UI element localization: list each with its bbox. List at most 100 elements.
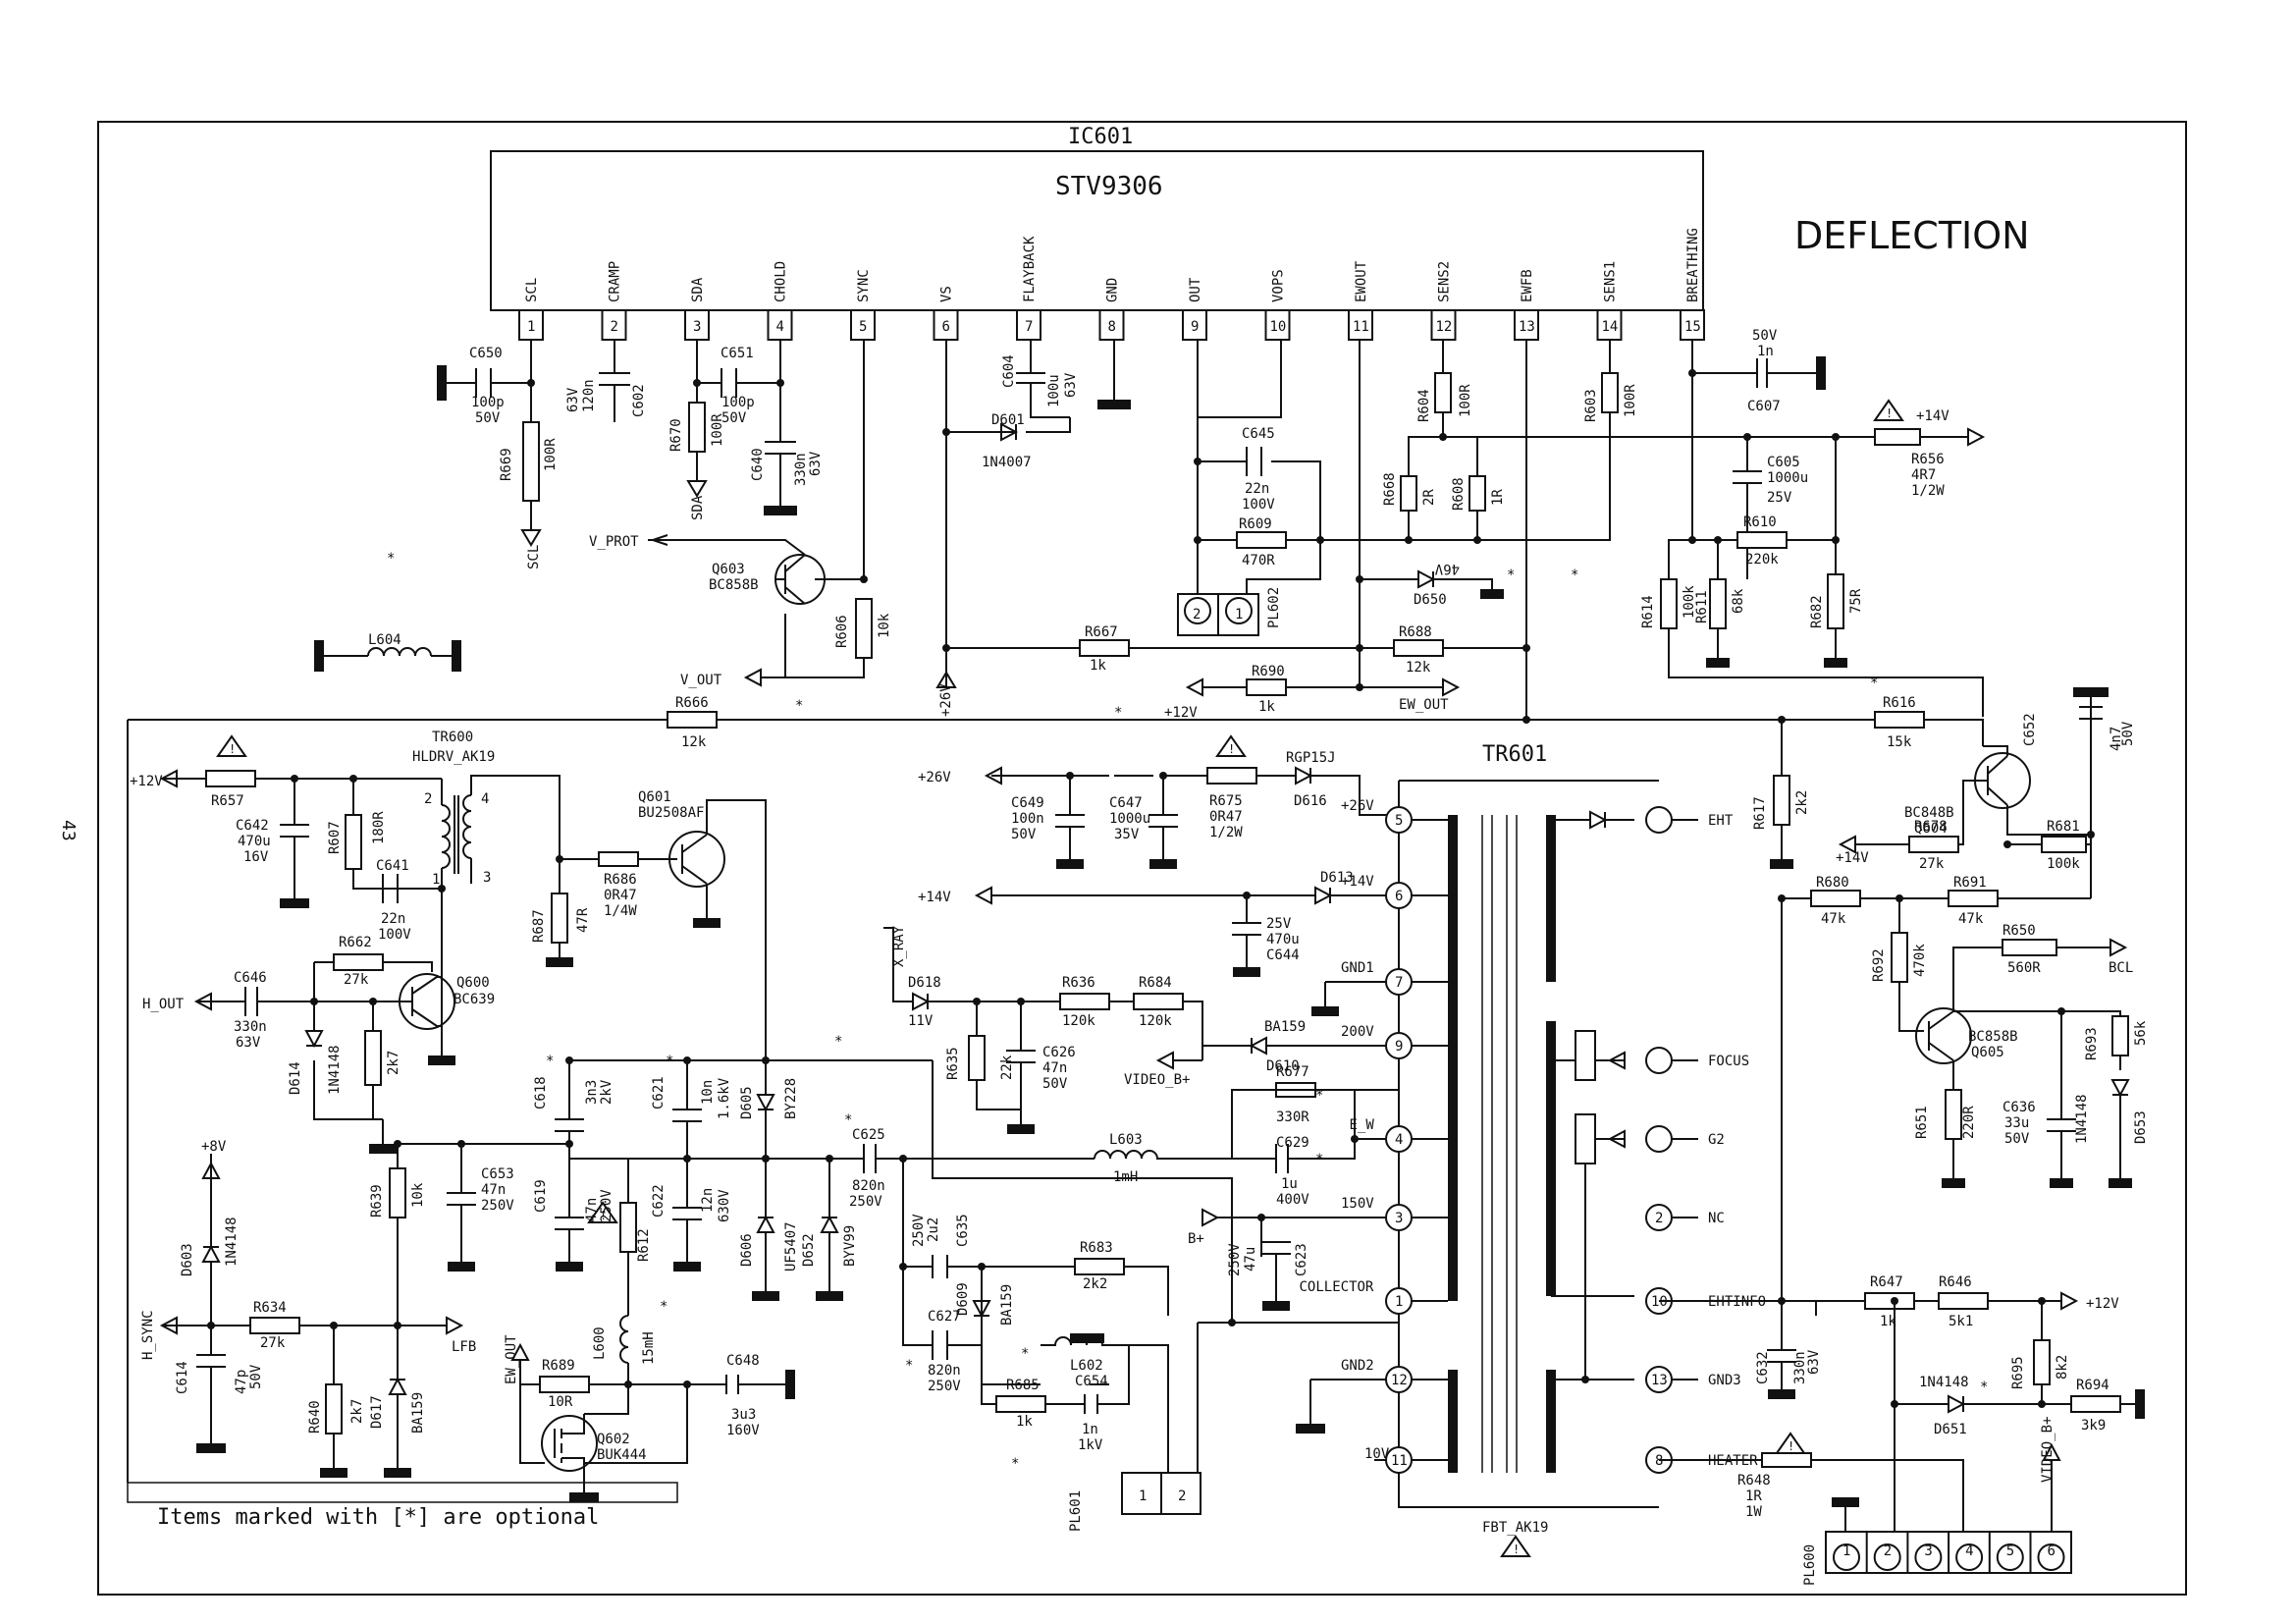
svg-text:R678: R678 (1914, 819, 1948, 835)
svg-text:100k: 100k (1682, 585, 1697, 619)
svg-text:1u: 1u (1281, 1176, 1298, 1192)
svg-text:C632: C632 (1755, 1351, 1771, 1384)
tr601-pin-number: 4 (1395, 1132, 1403, 1148)
svg-text:47u: 47u (1243, 1247, 1258, 1272)
svg-text:R668: R668 (1382, 472, 1398, 506)
svg-text:630V: 630V (717, 1189, 732, 1222)
svg-text:250V: 250V (1227, 1243, 1243, 1276)
net-8v: +8V (201, 1139, 227, 1155)
svg-text:C644: C644 (1266, 947, 1300, 963)
svg-text:50V: 50V (1042, 1076, 1068, 1092)
tr601-pin-label: NC (1708, 1211, 1725, 1226)
svg-text:L602: L602 (1070, 1358, 1103, 1374)
svg-text:50V: 50V (721, 410, 747, 426)
svg-text:10k: 10k (877, 613, 892, 638)
svg-text:47n: 47n (584, 1198, 600, 1222)
svg-text:C629: C629 (1276, 1135, 1309, 1151)
tr601-pin-number: 13 (1651, 1373, 1668, 1388)
ic601-ref: IC601 (1068, 125, 1133, 149)
svg-text:L604: L604 (368, 632, 401, 648)
tr601-pin-label: 150V (1341, 1196, 1374, 1212)
tr601-pin-label: COLLECTOR (1300, 1279, 1374, 1295)
svg-text:*: * (387, 551, 395, 567)
svg-text:*: * (1114, 705, 1122, 721)
svg-text:R680: R680 (1816, 875, 1849, 891)
net-14v-top: +14V (1916, 408, 1949, 424)
svg-text:R692: R692 (1871, 948, 1887, 982)
tr601-pin-number: 7 (1395, 975, 1403, 991)
svg-text:C654: C654 (1075, 1374, 1108, 1389)
svg-text:470R: 470R (1242, 553, 1275, 568)
svg-text:3k9: 3k9 (2081, 1418, 2106, 1434)
svg-text:100R: 100R (1458, 384, 1473, 417)
svg-text:R612: R612 (636, 1228, 652, 1262)
svg-text:*: * (1870, 676, 1878, 691)
svg-text:250V: 250V (911, 1214, 927, 1247)
ic601-pin-number: 5 (859, 319, 867, 335)
svg-text:*: * (1571, 568, 1578, 583)
svg-text:1N4007: 1N4007 (982, 455, 1032, 470)
warning-icon: ! (1775, 1432, 1806, 1454)
svg-text:C648: C648 (726, 1353, 760, 1369)
svg-text:R640: R640 (307, 1400, 323, 1434)
svg-text:C625: C625 (852, 1127, 885, 1143)
svg-text:*: * (660, 1299, 667, 1315)
svg-text:2k7: 2k7 (349, 1399, 365, 1424)
svg-text:D616: D616 (1294, 793, 1327, 809)
svg-text:C641: C641 (376, 858, 409, 874)
net-h-sync: H_SYNC (140, 1310, 156, 1360)
tr601-pin-number: 1 (1395, 1294, 1403, 1310)
svg-text:100R: 100R (1623, 384, 1638, 417)
svg-text:D606: D606 (739, 1233, 755, 1267)
sens1-network: R603 100R (1477, 340, 1638, 541)
svg-text:R617: R617 (1752, 796, 1768, 830)
tr601-left-pin: 11 (1385, 1446, 1448, 1474)
net-12v-right: +12V (2086, 1296, 2119, 1312)
ic601-pin-name: OUT (1188, 277, 1203, 302)
net-v-prot: V_PROT (589, 534, 639, 550)
tr601-left-pin: 1 COLLECTOR (1300, 1279, 1448, 1315)
svg-text:120k: 120k (1139, 1013, 1172, 1029)
ic601-pin-name: SYNC (856, 269, 872, 302)
pl600-pin: 5 (1988, 1532, 2024, 1573)
svg-text:BA159: BA159 (410, 1392, 426, 1434)
tr601-right-pin: G2 (1645, 1125, 1725, 1153)
svg-text:BA159: BA159 (999, 1284, 1015, 1326)
tr601-pin-label: G2 (1708, 1132, 1725, 1148)
net-12v-left: +12V (130, 774, 163, 789)
ic601-pin-name: CHOLD (774, 261, 789, 302)
tr601-pin-label: 200V (1341, 1024, 1374, 1040)
ic601-body (490, 150, 1704, 311)
svg-text:Q603: Q603 (712, 562, 745, 577)
svg-text:R662: R662 (339, 935, 372, 950)
svg-text:1: 1 (1235, 607, 1243, 623)
svg-text:100u: 100u (1046, 374, 1062, 407)
svg-text:R669: R669 (499, 448, 514, 481)
svg-text:250V: 250V (928, 1379, 961, 1394)
svg-text:R687: R687 (531, 909, 547, 943)
warning-icon: ! (587, 1201, 618, 1223)
net-video-b: VIDEO_B+ (1124, 1072, 1190, 1088)
svg-text:27k: 27k (260, 1335, 286, 1351)
ic601-pin-name: VS (939, 286, 955, 302)
svg-text:C649: C649 (1011, 795, 1044, 811)
svg-text:27k: 27k (344, 972, 369, 988)
ic601-pin-name: SDA (690, 277, 706, 302)
svg-text:Q600: Q600 (456, 975, 490, 991)
pl600-pin-number: 2 (1884, 1543, 1892, 1559)
svg-text:!: ! (600, 1209, 607, 1222)
svg-text:100n: 100n (1011, 811, 1044, 827)
svg-text:BA159: BA159 (1264, 1019, 1306, 1035)
ic601-pin-name: BREATHING (1685, 228, 1701, 302)
net-14v-tr: +14V (918, 890, 951, 905)
ic601-pin-name: EWOUT (1354, 260, 1369, 302)
ic601-pins: 1SCL2CRAMP3SDA4CHOLD5SYNC6VS7FLAYBACK8GN… (518, 228, 1705, 341)
tr601-pin-number: 11 (1391, 1453, 1408, 1469)
